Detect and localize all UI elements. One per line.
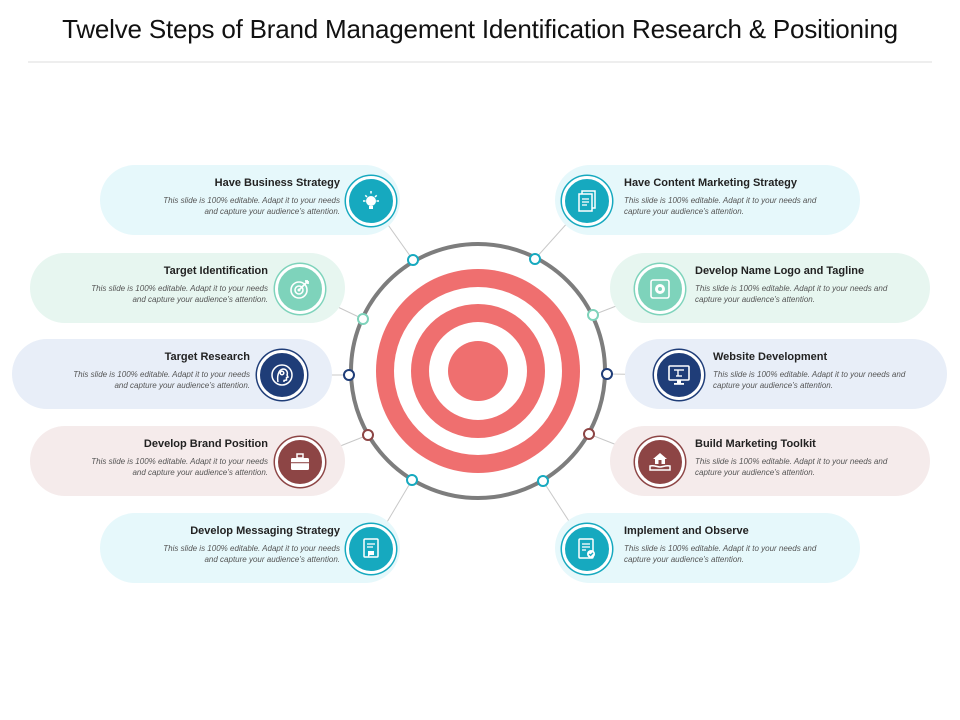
ring-dot bbox=[407, 254, 419, 266]
step-icon-badge bbox=[257, 350, 307, 400]
ring-dot bbox=[587, 309, 599, 321]
step-icon-badge bbox=[346, 176, 396, 226]
briefcase-icon bbox=[291, 453, 309, 470]
step-title: Develop Messaging Strategy bbox=[190, 525, 340, 537]
face-profile-icon bbox=[271, 364, 293, 386]
step-description: This slide is 100% editable. Adapt it to… bbox=[713, 370, 906, 390]
step-description: This slide is 100% editable. Adapt it to… bbox=[91, 457, 268, 477]
step-title: Have Business Strategy bbox=[214, 177, 340, 189]
step-description: This slide is 100% editable. Adapt it to… bbox=[163, 544, 340, 564]
ring-dot bbox=[537, 475, 549, 487]
ring-dot bbox=[583, 428, 595, 440]
ring-dot bbox=[343, 369, 355, 381]
step-icon-badge bbox=[275, 437, 325, 487]
logo-tag-icon bbox=[650, 279, 670, 299]
ring-dots bbox=[343, 253, 613, 487]
document-icon bbox=[578, 190, 596, 212]
step-description: This slide is 100% editable. Adapt it to… bbox=[695, 284, 888, 304]
step-icon-badge bbox=[562, 176, 612, 226]
step-title: Develop Brand Position bbox=[143, 438, 268, 450]
step-icon-badge bbox=[346, 524, 396, 574]
target-bullseye bbox=[448, 341, 508, 401]
step-icon-badge bbox=[635, 437, 685, 487]
hand-house-icon bbox=[649, 453, 671, 471]
step-title: Website Development bbox=[713, 351, 828, 363]
monitor-icon bbox=[668, 365, 690, 385]
ring-dot bbox=[362, 429, 374, 441]
ring-dot bbox=[601, 368, 613, 380]
ring-dot bbox=[406, 474, 418, 486]
step-title: Develop Name Logo and Tagline bbox=[695, 265, 865, 277]
step-icon-badge bbox=[562, 524, 612, 574]
step-description: This slide is 100% editable. Adapt it to… bbox=[624, 544, 817, 564]
step-title: Target Identification bbox=[163, 265, 268, 277]
step-title: Build Marketing Toolkit bbox=[695, 438, 816, 450]
target-icon bbox=[290, 280, 309, 299]
lightbulb-icon bbox=[363, 191, 379, 209]
message-document-icon bbox=[363, 538, 379, 558]
step-icon-badge bbox=[654, 350, 704, 400]
ring-dot bbox=[529, 253, 541, 265]
step-title: Implement and Observe bbox=[624, 525, 749, 537]
step-description: This slide is 100% editable. Adapt it to… bbox=[91, 284, 268, 304]
step-description: This slide is 100% editable. Adapt it to… bbox=[73, 370, 250, 390]
step-description: This slide is 100% editable. Adapt it to… bbox=[695, 457, 888, 477]
step-icon-badge bbox=[275, 264, 325, 314]
page-title: Twelve Steps of Brand Management Identif… bbox=[62, 14, 898, 44]
title-divider bbox=[28, 61, 932, 63]
ring-dot bbox=[357, 313, 369, 325]
step-description: This slide is 100% editable. Adapt it to… bbox=[624, 196, 817, 216]
step-icon-badge bbox=[635, 264, 685, 314]
step-description: This slide is 100% editable. Adapt it to… bbox=[163, 196, 340, 216]
checklist-icon bbox=[578, 538, 595, 559]
step-title: Target Research bbox=[164, 351, 250, 363]
step-title: Have Content Marketing Strategy bbox=[624, 177, 797, 189]
